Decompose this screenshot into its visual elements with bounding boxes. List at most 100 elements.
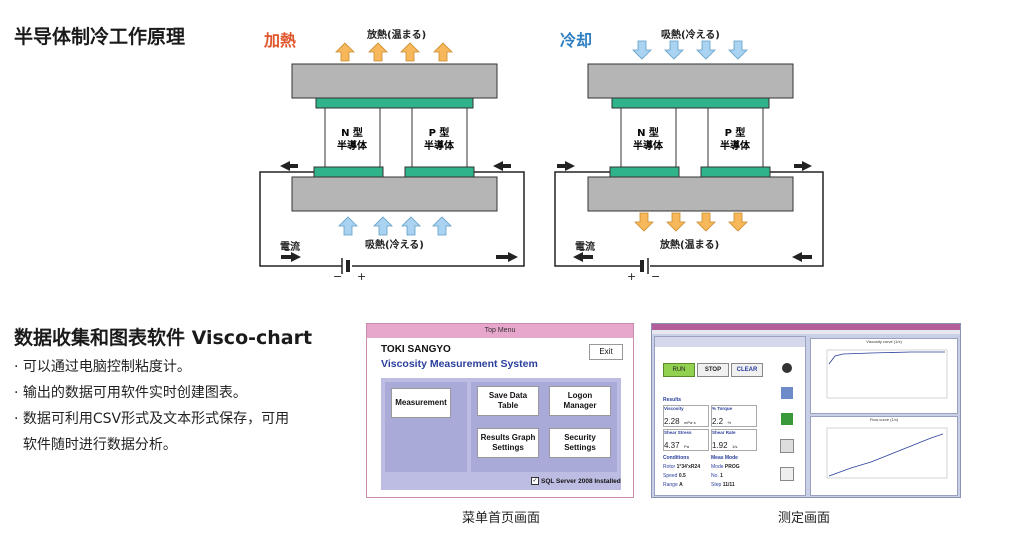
cooling-wire-right xyxy=(650,171,824,267)
cool-absorb-arrow-4 xyxy=(728,40,748,60)
cooling-minus: − xyxy=(651,270,660,283)
heat-absorb-arrow-1 xyxy=(338,216,358,236)
heat-absorb-arrow-3 xyxy=(401,216,421,236)
top-menu-titlebar: Top Menu xyxy=(367,324,633,338)
viscosity-curve xyxy=(826,349,948,399)
gauge-icon[interactable] xyxy=(782,363,792,373)
cooling-plus: + xyxy=(627,270,636,283)
heating-p-sub: 半導体 xyxy=(424,139,455,152)
exit-button[interactable]: Exit xyxy=(589,344,623,360)
heating-bottom-ceramic-left xyxy=(313,166,384,178)
cooling-bottom-note: 放熱(温まる) xyxy=(659,238,719,251)
export-icon[interactable] xyxy=(781,413,793,425)
heat-absorb-arrow-2 xyxy=(373,216,393,236)
feature-item: 软件随时进行数据分析。 xyxy=(14,437,177,453)
cooling-n-sub: 半導体 xyxy=(633,139,664,152)
shear-rate-box: Shear Rate 1.92 1/s xyxy=(711,429,757,451)
run-button[interactable]: RUN xyxy=(663,363,695,377)
side-toolbar xyxy=(777,361,797,491)
section2-title: 数据收集和图表软件 Visco-chart xyxy=(14,327,313,349)
cooling-current-label: 電流 xyxy=(575,240,595,253)
heating-current-arrow-bottom-right xyxy=(496,252,518,262)
cooling-p-sub: 半導体 xyxy=(720,139,751,152)
heating-diagram: 放熱(温まる) N 型 半導体 P 型 半導体 − + 電流 xyxy=(259,28,525,283)
sql-server-checkbox[interactable]: ✓ SQL Server 2008 Installed xyxy=(531,477,621,485)
feature-item: · 数据可利用CSV形式及文本形式保存，可用 xyxy=(14,411,290,427)
cooling-top-plate xyxy=(587,63,794,99)
heating-current-label: 電流 xyxy=(280,240,300,253)
feature-item: · 可以通过电脑控制粘度计。 xyxy=(14,359,191,375)
feature-item: · 输出的数据可用软件实时创建图表。 xyxy=(14,385,247,401)
cooling-diagram: 吸熱(冷える) N 型 半導体 P 型 半導体 + − 電流 放熱(温まる) xyxy=(554,28,824,283)
heating-bottom-plate xyxy=(291,176,498,212)
heating-n-type xyxy=(324,107,381,168)
cooling-top-ceramic xyxy=(611,97,770,109)
print-icon[interactable] xyxy=(780,439,794,453)
company-name: TOKI SANGYO xyxy=(381,344,451,355)
heating-plus: + xyxy=(357,270,366,283)
shear-stress-box: Shear Stress 4.37 Pa xyxy=(663,429,709,451)
cooling-current-arrow-bottom-right xyxy=(792,252,812,262)
cooling-n-label: N 型 xyxy=(637,126,659,139)
heating-current-arrow-top-right xyxy=(493,161,511,171)
clear-button[interactable]: CLEAR xyxy=(731,363,763,377)
cool-release-arrow-4 xyxy=(728,212,748,232)
cooling-bottom-plate xyxy=(587,176,794,212)
heating-top-ceramic xyxy=(315,97,474,109)
caption-measure: 测定画面 xyxy=(778,511,831,526)
control-panel: RUN STOP CLEAR Results Viscosity 2.28 mP… xyxy=(654,336,806,496)
cooling-top-note: 吸熱(冷える) xyxy=(661,28,720,41)
measurement-button[interactable]: Measurement xyxy=(391,388,451,418)
heating-n-sub: 半導体 xyxy=(337,139,368,152)
cooling-current-arrow-top-left xyxy=(557,161,575,171)
flow-chart: Flow curve (1/x) xyxy=(810,416,958,496)
heating-top-plate xyxy=(291,63,498,99)
cooling-bottom-ceramic-left xyxy=(609,166,680,178)
caption-menu: 菜单首页画面 xyxy=(462,511,541,526)
cooling-p-label: P 型 xyxy=(725,126,746,139)
cooling-n-type xyxy=(620,107,677,168)
cooling-current-arrow-bottom-left xyxy=(573,252,593,262)
measurement-screenshot: RUN STOP CLEAR Results Viscosity 2.28 mP… xyxy=(651,323,961,498)
results-heading: Results xyxy=(663,397,682,403)
heating-current-arrow-top-left xyxy=(280,161,298,171)
graph-icon[interactable] xyxy=(781,387,793,399)
heat-release-arrow-4 xyxy=(433,42,453,62)
top-menu-screenshot: Top Menu TOKI SANGYO Viscosity Measureme… xyxy=(366,323,634,498)
cooling-bottom-ceramic-right xyxy=(700,166,771,178)
cooling-p-type xyxy=(707,107,764,168)
cool-release-arrow-1 xyxy=(634,212,654,232)
cool-absorb-arrow-1 xyxy=(632,40,652,60)
cooling-battery-short xyxy=(640,260,644,272)
feature-list: · 可以通过电脑控制粘度计。 · 输出的数据可用软件实时创建图表。 · 数据可利… xyxy=(14,354,354,458)
stop-button[interactable]: STOP xyxy=(697,363,729,377)
viscosity-chart: Viscosity curve (1/x) xyxy=(810,338,958,414)
heating-bottom-note: 吸熱(冷える) xyxy=(365,238,424,251)
cooling-wire-left xyxy=(554,171,640,267)
heating-wire-left xyxy=(259,171,342,267)
heat-absorb-arrow-4 xyxy=(432,216,452,236)
heating-top-note: 放熱(温まる) xyxy=(366,28,426,41)
torque-box: % Torque 2.2 % xyxy=(711,405,757,427)
cool-release-arrow-2 xyxy=(666,212,686,232)
cool-absorb-arrow-2 xyxy=(664,40,684,60)
heating-n-label: N 型 xyxy=(341,126,363,139)
conditions-heading: Conditions xyxy=(663,455,690,461)
system-name: Viscosity Measurement System xyxy=(381,358,538,370)
heating-minus: − xyxy=(333,270,342,283)
cooling-label: 冷却 xyxy=(560,31,593,50)
heat-release-arrow-3 xyxy=(400,42,420,62)
heating-label: 加熱 xyxy=(264,31,297,50)
heating-current-arrow-bottom-left xyxy=(281,252,301,262)
flow-curve xyxy=(826,427,948,479)
document-icon[interactable] xyxy=(780,467,794,481)
heating-battery-short xyxy=(346,260,350,272)
cooling-current-arrow-top-right xyxy=(794,161,812,171)
mode-list: Mode PROG No. 1 Step 11/11 xyxy=(711,464,740,488)
meas-mode-heading: Meas Mode xyxy=(711,455,738,461)
